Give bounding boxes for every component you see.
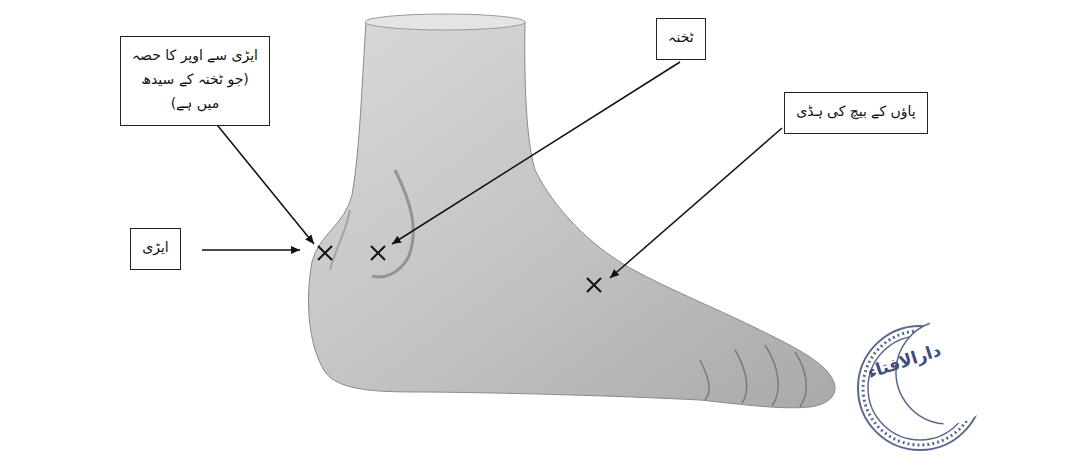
label-box: ایڑی سے اوپر کا حصہ (جو ٹخنہ کے سیدھ میں… [120,36,270,126]
label-text: ایڑی سے اوپر کا حصہ (جو ٹخنہ کے سیدھ میں… [131,44,259,115]
label-box: ٹخنہ [656,18,706,60]
tendon-shade [330,210,350,270]
label-text: ایڑی [141,236,170,260]
ankle-shade [372,170,413,277]
toe-lines [700,345,806,407]
foot-outline [308,22,835,408]
label-text: پاؤں کے بیچ کی ہڈی [795,100,917,124]
leader-arrow [202,62,782,278]
label-box: ایڑی [130,228,181,270]
x-mark [318,246,601,292]
leg-top [365,14,525,30]
label-text: ٹخنہ [667,26,695,50]
stamp-text: دارالافتاء [865,340,943,382]
label-box: پاؤں کے بیچ کی ہڈی [784,92,928,134]
stamp [858,316,1004,450]
